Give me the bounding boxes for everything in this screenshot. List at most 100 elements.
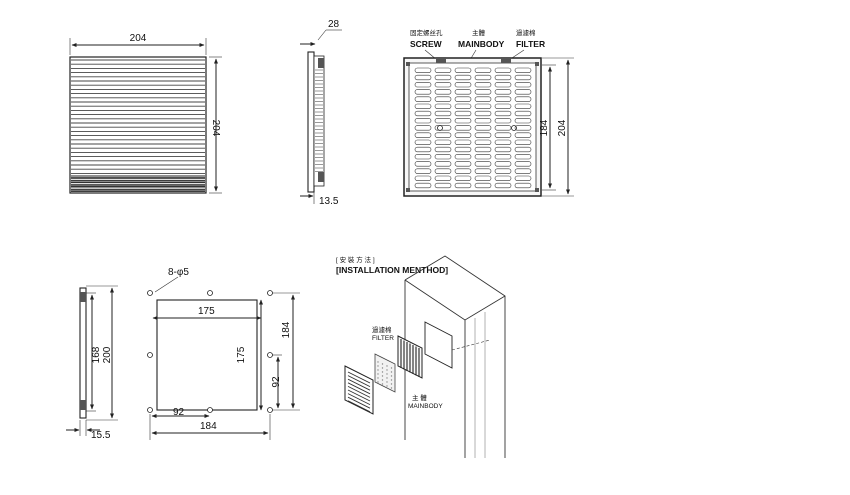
cutout-side-outer-height: 200 <box>102 346 113 363</box>
filter-slot <box>434 154 452 160</box>
filter-slot <box>514 103 532 109</box>
mount-hole-right <box>511 125 517 131</box>
filter-dot <box>386 381 388 383</box>
filter-dot <box>386 385 388 387</box>
filter-dot <box>377 365 379 367</box>
install-filter-label: FILTER <box>372 335 394 342</box>
filter-slot <box>414 74 432 81</box>
filter-slot <box>474 74 492 81</box>
mounting-hole <box>147 352 153 358</box>
filter-slot <box>434 103 452 109</box>
filter-slot <box>474 168 492 174</box>
filter-slot <box>514 74 532 81</box>
filter-slot <box>454 82 472 88</box>
filter-slot <box>494 161 512 167</box>
filter-dot <box>377 381 379 383</box>
filter-dot <box>381 371 384 373</box>
filter-slot <box>414 132 432 138</box>
filter-slot <box>494 89 512 95</box>
filter-slot <box>494 125 512 131</box>
screw-label: SCREW <box>410 39 443 49</box>
filter-slot <box>474 103 492 109</box>
front-height-label: 204 <box>210 120 221 137</box>
filter-slot <box>414 82 432 88</box>
filter-dot <box>381 363 384 365</box>
filter-slot <box>494 82 512 88</box>
filter-slot <box>474 132 492 138</box>
filter-slot <box>434 175 452 181</box>
filter-slot <box>454 182 472 189</box>
filter-slot <box>454 103 472 109</box>
grille-rib <box>347 389 371 402</box>
filter-slot <box>474 110 492 117</box>
installation-view: [ 安 裝 方 法 ] [INSTALLATION MENTHOD] 過濾棉 F… <box>336 255 506 458</box>
mainbody-cn-label: 主體 <box>472 28 486 37</box>
filter-slots <box>414 67 532 189</box>
filter-slot <box>514 132 532 138</box>
side-depth-bottom-label: 13.5 <box>319 196 339 207</box>
filter-dot <box>390 387 393 389</box>
filter-slot <box>454 74 472 81</box>
grille-rib <box>347 393 371 406</box>
filter-dot <box>381 367 384 369</box>
filter-slot <box>474 118 492 124</box>
filter-slot <box>494 139 512 145</box>
filter-slot <box>474 89 492 95</box>
cutout-inner-height: 175 <box>236 346 247 363</box>
filter-slot <box>434 146 452 153</box>
filter-dot <box>386 365 388 367</box>
filter-cn-label: 過濾棉 <box>516 28 536 37</box>
filter-slot <box>414 118 432 124</box>
install-filter-cn: 過濾棉 <box>372 325 392 334</box>
filter-slot <box>434 67 452 73</box>
holes-spec-label: 8-φ5 <box>168 267 189 278</box>
mounting-hole <box>147 407 153 413</box>
filter-part <box>374 353 396 393</box>
filter-slot <box>514 146 532 153</box>
cabinet-side-panel <box>474 312 486 458</box>
filter-slot <box>474 154 492 160</box>
filter-slot <box>474 161 492 167</box>
filter-slot <box>514 182 532 189</box>
cutout-top-width: 175 <box>198 306 215 317</box>
grille-rib <box>347 400 371 413</box>
filter-slot <box>454 118 472 124</box>
screw-tab-top-left <box>436 57 446 63</box>
side-body <box>307 51 315 193</box>
filter-slot <box>454 175 472 181</box>
filter-slot <box>414 125 432 131</box>
filter-slot <box>454 132 472 138</box>
filter-slot <box>414 168 432 174</box>
cutout-view: 8-φ5 175 175 184 92 92 184 <box>147 267 300 440</box>
mounting-hole <box>267 290 273 296</box>
cutout-side-clip-bottom <box>80 400 86 410</box>
filter-slot <box>414 103 432 109</box>
filter-dot <box>386 369 388 371</box>
filter-dot <box>390 367 393 369</box>
filter-slot <box>434 168 452 174</box>
side-clip-bottom <box>318 172 324 182</box>
filter-slot <box>454 110 472 117</box>
grille-rib <box>347 371 371 384</box>
mounting-hole <box>207 407 213 413</box>
assembly-view: 固定螺丝孔 主體 過濾棉 SCREW MAINBODY FILTER 184 2… <box>403 28 574 197</box>
cutout-side-body <box>79 287 87 419</box>
filter-slot <box>474 67 492 73</box>
filter-slot <box>494 96 512 102</box>
cutout-side-view: 168 200 15.5 <box>66 285 118 441</box>
filter-slot <box>514 82 532 88</box>
mainbody-ribs <box>400 339 420 377</box>
filter-slot <box>514 67 532 73</box>
filter-dot <box>390 371 393 373</box>
filter-dot <box>390 375 393 377</box>
filter-slot <box>494 146 512 153</box>
side-grille-profile <box>313 55 325 187</box>
filter-dot <box>377 369 379 371</box>
filter-slot <box>434 161 452 167</box>
filter-slot <box>494 175 512 181</box>
filter-slot <box>494 110 512 117</box>
filter-slot <box>454 168 472 174</box>
filter-slot <box>514 139 532 145</box>
filter-slot <box>514 110 532 117</box>
